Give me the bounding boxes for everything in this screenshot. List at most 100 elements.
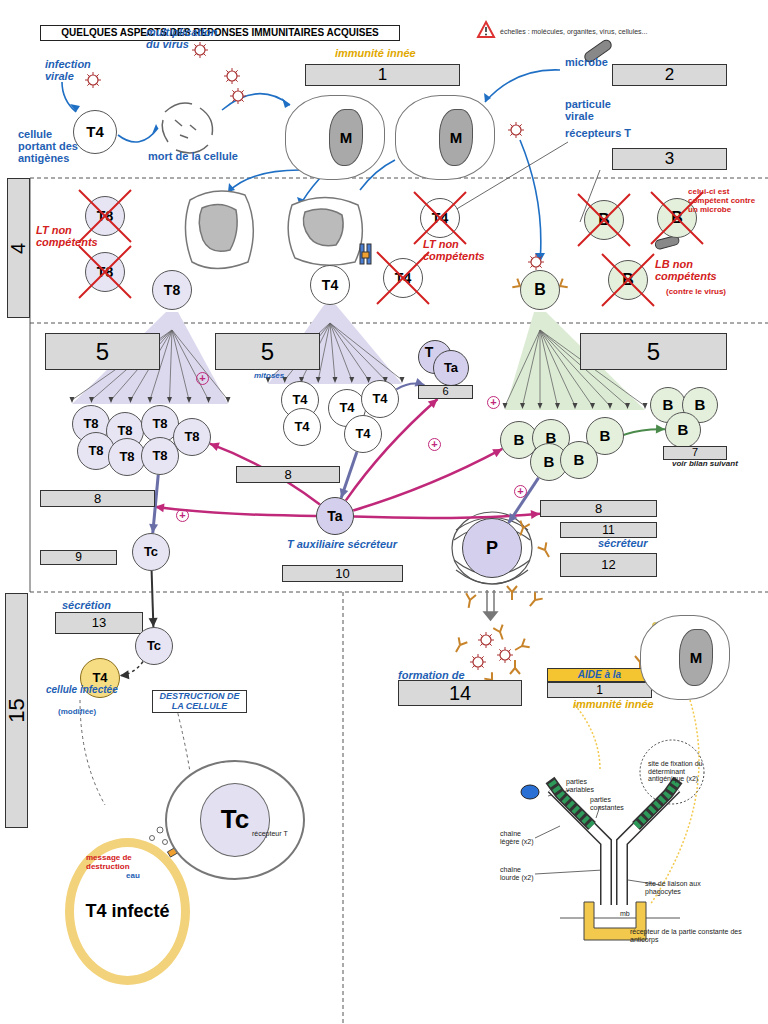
node-text: T4 [395, 271, 411, 286]
dead-cell [200, 108, 213, 135]
flow-arrow [485, 70, 560, 102]
proliferation-line [540, 330, 558, 406]
cell-node: M [395, 95, 495, 180]
cell-node: B [665, 412, 701, 448]
callout-box: 6 [418, 385, 473, 399]
node-text: AIDE à la [578, 670, 621, 681]
section-divider [30, 178, 768, 179]
annotation-text: message de destruction [86, 854, 141, 872]
warning-sign [485, 34, 487, 36]
flow-arrow [222, 94, 290, 110]
arrow-tip [573, 403, 578, 409]
arrow-head [509, 513, 518, 523]
annotation-text: récepteurs T [565, 127, 665, 139]
title-box: QUELQUES ASPECTS DES REPONSES IMMUNITAIR… [40, 25, 400, 41]
arrow-tip [282, 98, 290, 108]
connector [353, 449, 502, 511]
proliferation-line [330, 323, 335, 380]
node-text: 9 [75, 551, 82, 564]
callout-box: 1 [305, 64, 460, 86]
node-text: M [329, 109, 364, 167]
arrow-head [340, 488, 349, 498]
callout-box: 5 [580, 333, 727, 370]
node-text: T4 [294, 420, 309, 434]
section-divider [30, 592, 768, 593]
node-text: T8 [83, 417, 98, 431]
arrow-tip [70, 397, 75, 403]
leader-line [275, 142, 660, 936]
arrow-tip [206, 397, 211, 403]
antibody-symbol [493, 625, 507, 642]
cross-mark [79, 190, 131, 242]
cross-mark [79, 246, 131, 298]
virus-capsid [195, 45, 205, 55]
node-text: T8 [97, 209, 113, 224]
annotation-text: immunité innée [573, 698, 673, 710]
callout-box: 14 [398, 680, 522, 706]
node-text: 8 [595, 502, 602, 516]
antibody-structure [636, 780, 678, 826]
callout-box: 11 [560, 522, 657, 538]
arrow-tip [643, 403, 648, 409]
annotation-text: celui-ci est compétent contre un microbe [688, 188, 762, 214]
node-text: M [439, 109, 474, 167]
node-text: 4 [8, 242, 29, 253]
annotation-text: LB non compétents [655, 258, 745, 282]
cross-mark [578, 194, 630, 246]
node-text: 7 [692, 447, 698, 459]
node-text: Ta [444, 361, 458, 375]
node-text: Tc [200, 783, 270, 856]
section-divider [30, 178, 768, 1024]
node-text: T8 [117, 424, 132, 438]
cell-node: T4 [420, 198, 460, 238]
antibody-structure [521, 785, 539, 799]
cell-node: Tc [165, 760, 305, 880]
node-text: T8 [119, 450, 134, 464]
node-text: M [679, 629, 714, 687]
annotation-text: mort de la cellule [148, 150, 263, 162]
node-text: B [663, 397, 674, 413]
callout-box: 15 [5, 593, 28, 828]
arrow-tip [333, 377, 338, 383]
cell-node: B [560, 441, 598, 479]
cell-node: Ta [433, 350, 469, 386]
arrow-head [492, 449, 502, 457]
arrow-head [531, 510, 540, 519]
arrow-tip [484, 93, 491, 102]
annotation-text: microbe [565, 56, 625, 68]
annotation-text: mitoses [254, 372, 304, 381]
node-text: T4 [432, 211, 448, 226]
node-text: 1 [378, 66, 387, 84]
annotation-text: voir bilan suivant [672, 460, 752, 469]
virus-capsid [233, 91, 243, 101]
node-text: 13 [92, 616, 106, 630]
flow-arrow [520, 140, 541, 262]
callout-box: 5 [45, 333, 160, 370]
cell-node: M [285, 95, 385, 180]
arrow-tip [608, 403, 613, 409]
cell-node: T8 [141, 437, 179, 475]
virus-capsid [227, 71, 237, 81]
arrow-tip [167, 397, 172, 403]
node-text: T [425, 345, 434, 360]
node-text: B [678, 422, 689, 438]
cross-mark [377, 252, 429, 304]
plus-sign: + [196, 372, 209, 385]
virus-capsid [481, 635, 491, 645]
dead-cell [162, 120, 168, 142]
callout-box: 8 [540, 500, 657, 517]
dead-cell [162, 103, 212, 153]
dead-cell [180, 135, 188, 138]
node-text: B [544, 454, 555, 470]
flow-arrow [62, 70, 560, 262]
annotation-text: parties variables [566, 778, 611, 793]
annotation-text: eau [126, 872, 151, 881]
section-divider [30, 323, 768, 324]
node-text: 12 [601, 558, 615, 572]
plus-sign: + [428, 438, 441, 451]
cell-node: T4 [361, 380, 399, 418]
cell-node: T4 [283, 408, 321, 446]
arrow-tip [70, 104, 80, 112]
